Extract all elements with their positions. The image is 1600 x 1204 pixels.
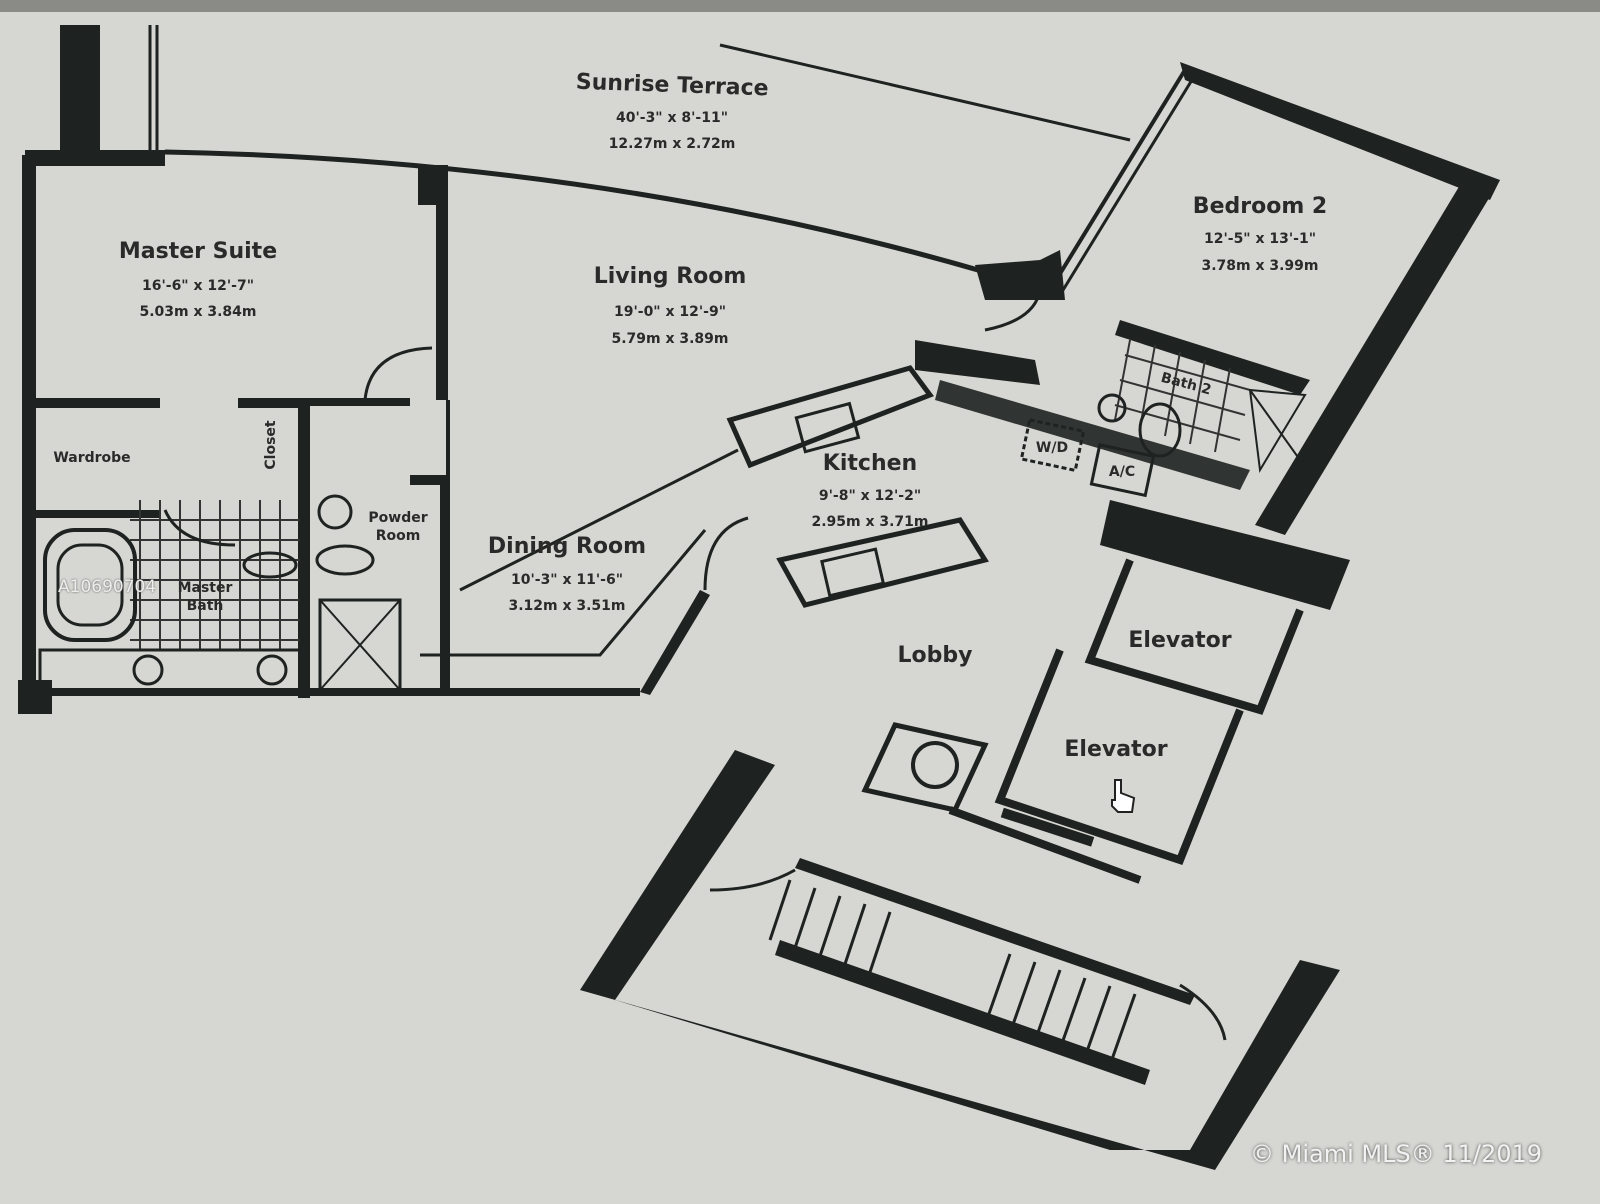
kitchen-dim-m: 2.95m x 3.71m <box>811 514 928 530</box>
terrace-dim-m: 12.27m x 2.72m <box>609 136 736 152</box>
kitchen-dim-ft: 9'-8" x 12'-2" <box>819 488 921 504</box>
master-bath-label-line1: Master <box>178 580 233 596</box>
ac-label: A/C <box>1109 464 1135 480</box>
kitchen-label: Kitchen 9'-8" x 12'-2" 2.95m x 3.71m <box>811 451 928 530</box>
master-suite-dim-m: 5.03m x 3.84m <box>139 304 256 320</box>
dining-room-dim-ft: 10'-3" x 11'-6" <box>511 572 623 588</box>
dining-room-name: Dining Room <box>488 534 646 559</box>
terrace-outline <box>60 25 1131 275</box>
stairwell <box>580 750 1340 1170</box>
living-room-dim-ft: 19'-0" x 12'-9" <box>614 304 726 320</box>
master-bath-label-line2: Bath <box>187 598 224 614</box>
bedroom-2-dim-m: 3.78m x 3.99m <box>1201 258 1318 274</box>
master-suite-label: Master Suite 16'-6" x 12'-7" 5.03m x 3.8… <box>119 239 277 320</box>
living-room-name: Living Room <box>594 264 747 289</box>
copyright-watermark: © Miami MLS® 11/2019 <box>1250 1140 1543 1168</box>
master-wing-walls <box>18 150 710 714</box>
bedroom-2-label: Bedroom 2 12'-5" x 13'-1" 3.78m x 3.99m <box>1193 194 1327 274</box>
elevator-core <box>861 500 1350 884</box>
screen-edge <box>0 0 1600 12</box>
bedroom-2-dim-ft: 12'-5" x 13'-1" <box>1204 231 1316 247</box>
elevator-2-label: Elevator <box>1064 737 1167 762</box>
kitchen-name: Kitchen <box>823 451 917 476</box>
dining-room-label: Dining Room 10'-3" x 11'-6" 3.12m x 3.51… <box>488 534 646 614</box>
hand-cursor-icon <box>1111 779 1136 813</box>
closet-label: Closet <box>263 420 279 470</box>
master-suite-dim-ft: 16'-6" x 12'-7" <box>142 278 254 294</box>
bedroom-2-walls <box>935 62 1500 535</box>
dining-room-dim-m: 3.12m x 3.51m <box>508 598 625 614</box>
living-room-dim-m: 5.79m x 3.89m <box>611 331 728 347</box>
lobby-label: Lobby <box>898 643 973 668</box>
master-suite-name: Master Suite <box>119 239 277 264</box>
powder-room-label-line2: Room <box>376 528 421 544</box>
bedroom-2-name: Bedroom 2 <box>1193 194 1327 219</box>
central-walls <box>420 250 1065 690</box>
living-room-label: Living Room 19'-0" x 12'-9" 5.79m x 3.89… <box>594 264 747 347</box>
terrace-dim-ft: 40'-3" x 8'-11" <box>616 110 728 126</box>
wardrobe-label: Wardrobe <box>53 450 130 466</box>
elevator-1-label: Elevator <box>1128 628 1231 653</box>
listing-id-watermark: A10690704 <box>58 577 157 597</box>
powder-room-label-line1: Powder <box>368 510 427 526</box>
washer-dryer-label: W/D <box>1036 440 1068 456</box>
